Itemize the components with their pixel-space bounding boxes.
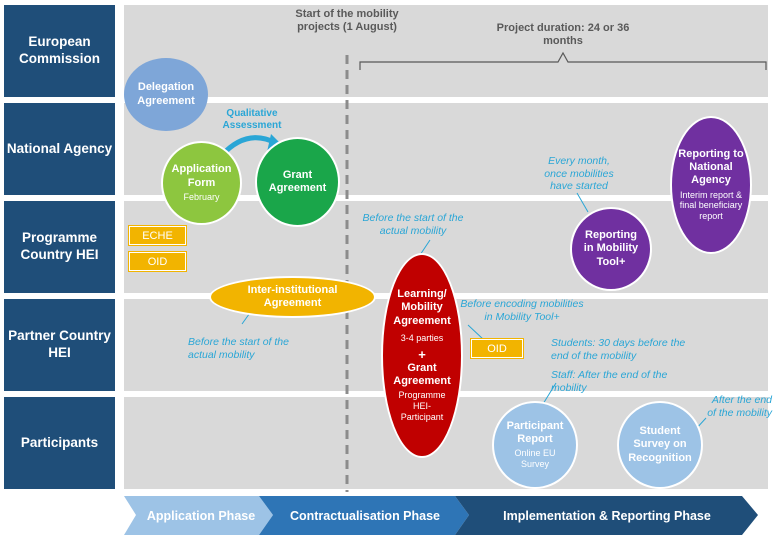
lane-label-participants: Participants [4,397,115,489]
oid-tag-partner: OID [471,339,523,358]
project-duration-note: Project duration: 24 or 36 months [496,22,630,48]
eche-tag: ECHE [129,226,186,245]
students-30-days-note: Students: 30 days before the end of the … [551,337,686,362]
phase-arrow-contractualisation [259,496,469,535]
qualitative-assessment-note: Qualitative Assessment [222,108,282,131]
lane-bg-european-commission [124,5,768,97]
application-form-node: Application Form February [161,141,242,225]
after-end-note: After the end of the mobility [707,394,772,419]
inter-institutional-agreement-title: Inter-institutional Agreement [247,283,338,309]
staff-after-note: Staff: After the end of the mobility [551,369,668,394]
lane-label-european-commission: European Commission [4,5,115,97]
participant-report-node: Participant Report Online EU Survey [492,401,578,489]
delegation-agreement-title: Delegation Agreement [137,81,195,107]
lane-label-national-agency: National Agency [4,103,115,195]
before-encoding-note: Before encoding mobilities in Mobility T… [460,298,584,323]
phase-label-application: Application Phase [146,508,256,523]
before-start-note-programme: Before the start of the actual mobility [362,212,464,237]
phase-label-implementation: Implementation & Reporting Phase [503,508,711,523]
reporting-national-agency-subtitle: Interim report & final beneficiary repor… [679,189,743,222]
student-survey-node: Student Survey on Recognition [617,401,703,489]
grant-agreement-title: Grant Agreement [268,168,327,194]
learning-mobility-agreement-title: Learning/ Mobility Agreement [393,288,451,327]
lane-label-programme-country-hei: Programme Country HEI [4,201,115,293]
delegation-agreement-node: Delegation Agreement [124,58,208,131]
oid-tag-programme: OID [129,252,186,271]
phase-arrow-implementation [455,496,758,535]
application-form-title: Application Form [171,163,232,189]
phase-label-contractualisation: Contractualisation Phase [289,508,441,523]
reporting-mobility-tool-node: Reporting in Mobility Tool+ [570,207,652,291]
reporting-national-agency-title: Reporting to National Agency [678,148,744,187]
learning-plus-sign: + [418,346,426,362]
reporting-national-agency-node: Reporting to National Agency Interim rep… [670,116,752,254]
before-start-note-partner: Before the start of the actual mobility [188,336,289,361]
participant-report-title: Participant Report [506,420,564,446]
learning-grant-agreement-title: Grant Agreement [393,362,451,388]
pointer-before-encoding [467,324,485,341]
reporting-mobility-tool-title: Reporting in Mobility Tool+ [583,229,639,268]
student-survey-title: Student Survey on Recognition [628,425,692,464]
application-form-subtitle: February [183,191,220,202]
lane-label-partner-country-hei: Partner Country HEI [4,299,115,391]
learning-grant-subtitle: Programme HEI- Participant [398,390,446,423]
participant-report-subtitle: Online EU Survey [514,448,556,470]
grant-agreement-node: Grant Agreement [255,137,340,227]
learning-parties-subtitle: 3-4 parties [400,332,444,343]
every-month-note: Every month, once mobilities have starte… [544,155,614,193]
duration-brace [359,51,767,70]
pointer-every-month [576,192,589,213]
pointer-students-staff [542,382,557,405]
learning-mobility-agreement-node: Learning/ Mobility Agreement 3-4 parties… [381,253,463,458]
start-of-mobility-note: Start of the mobility projects (1 August… [295,8,399,34]
inter-institutional-agreement-node: Inter-institutional Agreement [209,276,376,318]
phase-arrow-application [124,496,273,535]
